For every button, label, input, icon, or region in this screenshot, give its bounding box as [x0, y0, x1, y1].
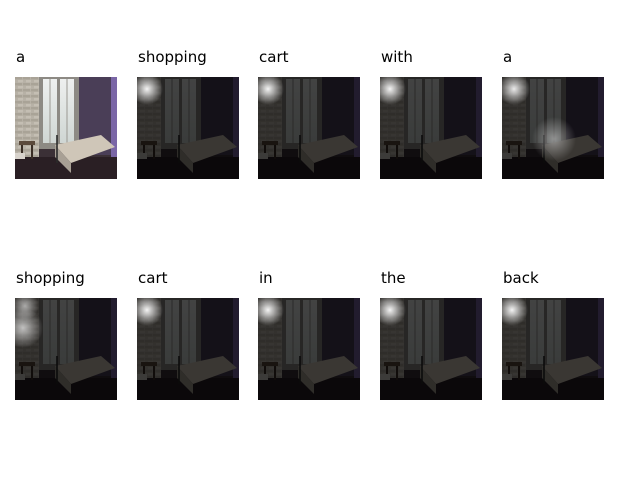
attention-map-image — [137, 298, 239, 400]
attention-map-image — [258, 298, 360, 400]
panel-word: cart — [259, 48, 289, 66]
attention-map-image — [502, 77, 604, 179]
panel-word: with — [381, 48, 413, 66]
panel-word: a — [16, 48, 26, 66]
panel-word: shopping — [16, 269, 85, 287]
attention-map-image — [502, 298, 604, 400]
panel-word: shopping — [138, 48, 207, 66]
panel-word: the — [381, 269, 406, 287]
panel-word: back — [503, 269, 539, 287]
attention-map-image — [380, 77, 482, 179]
panel-word: in — [259, 269, 273, 287]
attention-map-image — [380, 298, 482, 400]
attention-map-image — [15, 298, 117, 400]
attention-map-image — [258, 77, 360, 179]
panel-word: a — [503, 48, 513, 66]
panel-word: cart — [138, 269, 168, 287]
bedroom-image — [15, 77, 117, 179]
attention-map-image — [137, 77, 239, 179]
